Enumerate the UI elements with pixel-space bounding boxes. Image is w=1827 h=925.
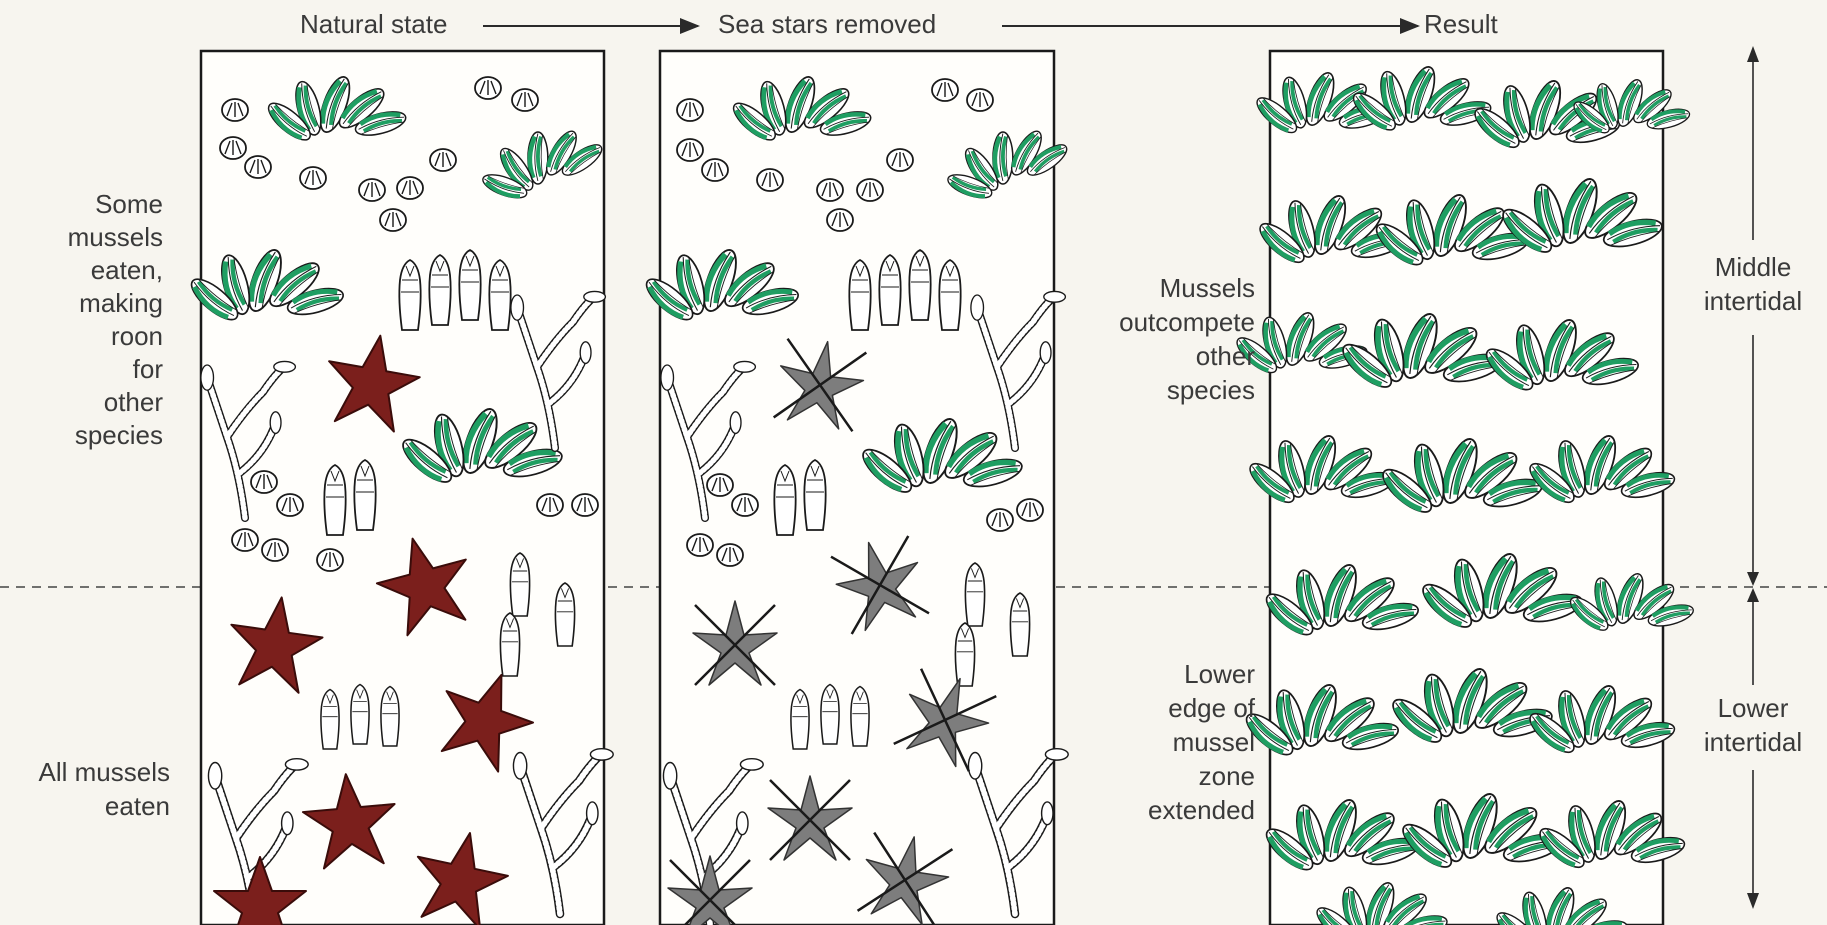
svg-text:making: making	[79, 288, 163, 318]
svg-text:mussels: mussels	[68, 222, 163, 252]
label-lower-edge-extended: Lower edge of mussel zone extended	[1148, 659, 1256, 825]
svg-text:Some: Some	[95, 189, 163, 219]
svg-text:eaten,: eaten,	[91, 255, 163, 285]
svg-text:Mussels: Mussels	[1160, 273, 1255, 303]
svg-text:other: other	[1196, 341, 1256, 371]
svg-text:Lower: Lower	[1184, 659, 1255, 689]
svg-text:roon: roon	[111, 321, 163, 351]
svg-text:extended: extended	[1148, 795, 1255, 825]
svg-text:for: for	[133, 354, 164, 384]
zone-indicator	[1747, 46, 1759, 909]
svg-text:intertidal: intertidal	[1704, 286, 1802, 316]
svg-text:species: species	[1167, 375, 1255, 405]
svg-text:edge of: edge of	[1168, 693, 1256, 723]
panel-sea-stars-removed	[641, 51, 1077, 925]
header-result: Result	[1424, 9, 1498, 39]
svg-text:intertidal: intertidal	[1704, 727, 1802, 757]
panel-natural-state	[186, 51, 613, 925]
header-natural-state: Natural state	[300, 9, 447, 39]
label-some-mussels-eaten: Some mussels eaten, making roon for othe…	[68, 189, 164, 450]
svg-text:Middle: Middle	[1715, 252, 1792, 282]
label-lower-intertidal: Lower intertidal	[1704, 693, 1802, 757]
label-middle-intertidal: Middle intertidal	[1704, 252, 1802, 316]
label-mussels-outcompete: Mussels outcompete other species	[1119, 273, 1255, 405]
svg-text:zone: zone	[1199, 761, 1255, 791]
svg-text:eaten: eaten	[105, 791, 170, 821]
header-sea-stars-removed: Sea stars removed	[718, 9, 936, 39]
svg-text:outcompete: outcompete	[1119, 307, 1255, 337]
svg-text:other: other	[104, 387, 164, 417]
svg-text:Lower: Lower	[1718, 693, 1789, 723]
panel-result	[1232, 51, 1695, 925]
svg-text:mussel: mussel	[1173, 727, 1255, 757]
label-all-mussels-eaten: All mussels eaten	[39, 757, 170, 821]
svg-text:species: species	[75, 420, 163, 450]
svg-text:All mussels: All mussels	[39, 757, 170, 787]
